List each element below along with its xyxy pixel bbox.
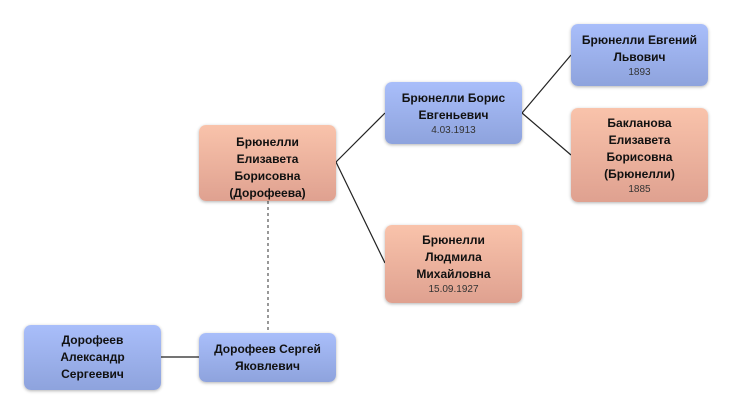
person-node-elizaveta[interactable]: Брюнелли Елизавета Борисовна (Дорофеева)	[199, 125, 336, 201]
person-name: Дорофеев Александр Сергеевич	[60, 333, 125, 381]
person-node-aleksandr[interactable]: Дорофеев Александр Сергеевич	[24, 325, 161, 390]
link-boris-evgeny	[521, 54, 572, 114]
person-name: Брюнелли Елизавета Борисовна (Дорофеева)	[229, 135, 306, 200]
person-node-boris[interactable]: Брюнелли Борис Евгеньевич 4.03.1913	[385, 82, 522, 144]
link-boris-baklanova	[521, 112, 572, 156]
link-elizaveta-boris	[335, 112, 386, 163]
person-node-sergey[interactable]: Дорофеев Сергей Яковлевич	[199, 333, 336, 382]
person-date: 1893	[628, 66, 651, 78]
person-node-lyudmila[interactable]: Брюнелли Людмила Михайловна 15.09.1927	[385, 225, 522, 303]
person-name: Брюнелли Людмила Михайловна	[416, 233, 491, 281]
person-date: 1885	[628, 183, 651, 195]
person-node-evgeny[interactable]: Брюнелли Евгений Львович 1893	[571, 24, 708, 86]
person-name: Бакланова Елизавета Борисовна (Брюнелли)	[604, 115, 675, 181]
person-date: 4.03.1913	[431, 124, 476, 136]
person-name: Брюнелли Евгений Львович	[581, 32, 698, 64]
link-elizaveta-lyudmila	[335, 161, 386, 264]
person-name: Дорофеев Сергей Яковлевич	[214, 341, 321, 373]
person-date: 15.09.1927	[428, 284, 479, 295]
person-node-baklanova[interactable]: Бакланова Елизавета Борисовна (Брюнелли)…	[571, 108, 708, 202]
person-name: Брюнелли Борис Евгеньевич	[401, 90, 506, 122]
